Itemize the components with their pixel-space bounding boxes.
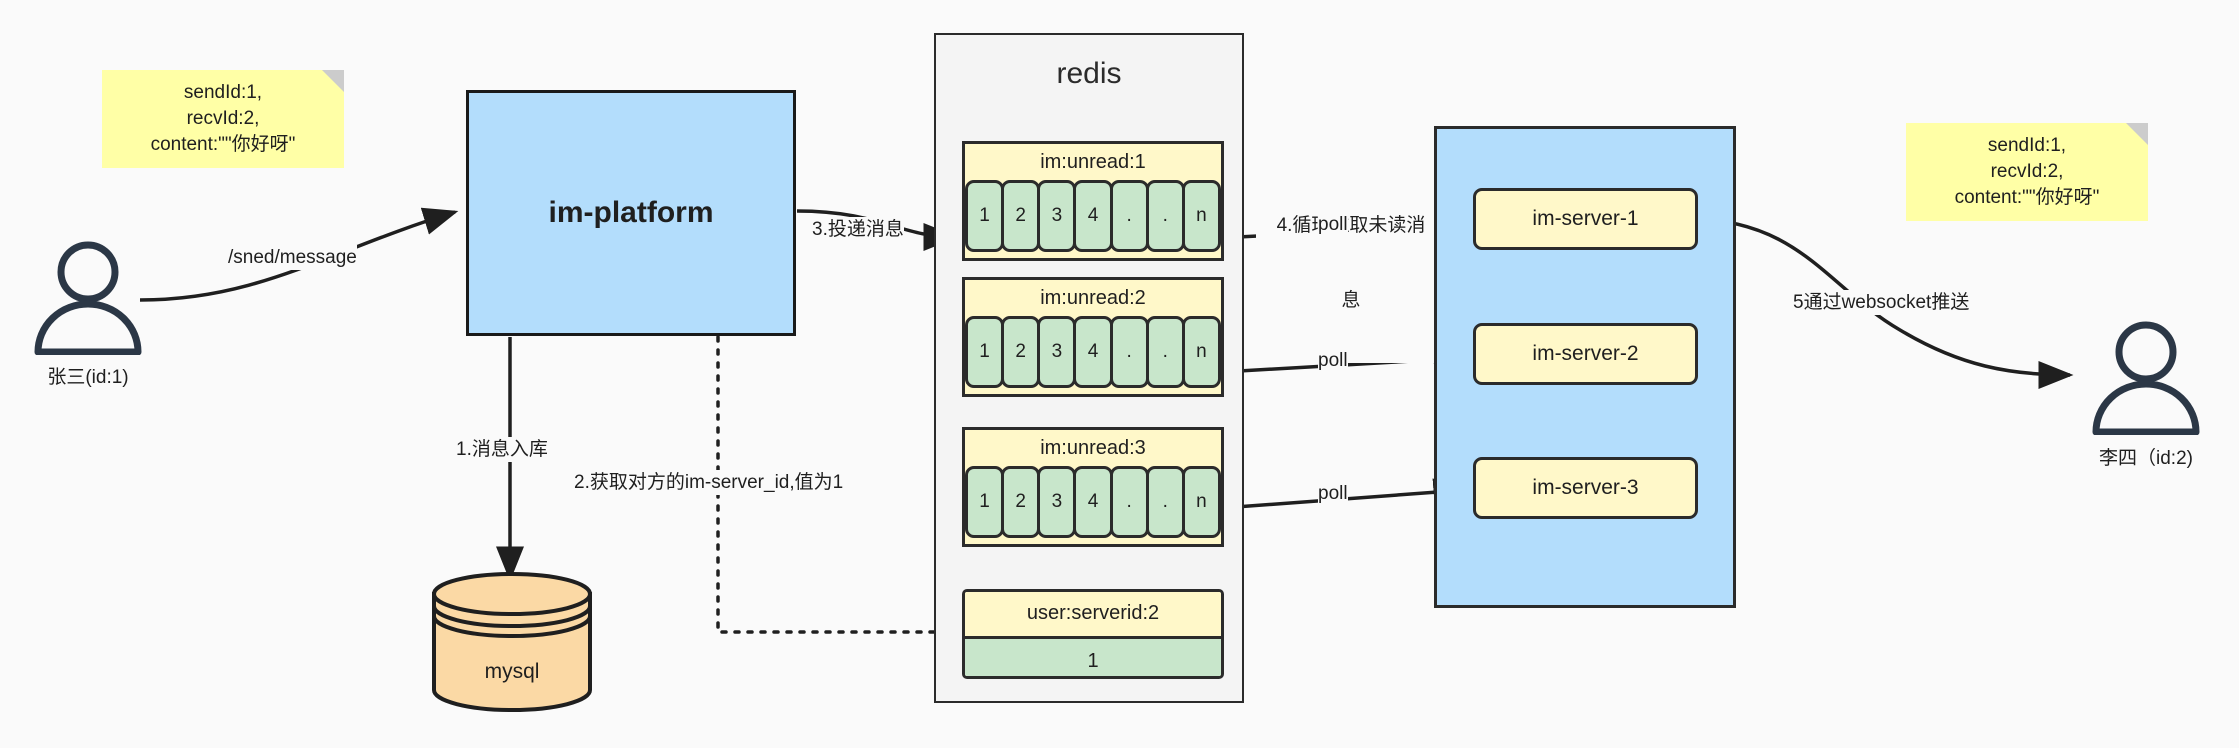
im-server-2-node[interactable]: im-server-2 [1473,323,1698,385]
redis-title: redis [1056,57,1122,90]
list-cell: n [1181,316,1221,388]
list-cell: . [1109,466,1149,538]
mysql-database[interactable] [430,572,595,717]
redis-list-im-unread-2[interactable]: im:unread:2 1 2 3 4 . . n [962,277,1224,397]
list-cell: 4 [1073,180,1113,252]
list-cell: 4 [1073,316,1113,388]
note-line-1: sendId:1, [1987,135,2067,156]
actor-receiver-label: 李四（id:2) [2099,448,2193,469]
list-cell: n [1181,180,1221,252]
list-cell: 2 [1001,316,1041,388]
redis-list-im-unread-3[interactable]: im:unread:3 1 2 3 4 . . n [962,427,1224,547]
redis-kv-user-serverid[interactable]: user:serverid:2 1 [962,589,1224,679]
im-platform-box[interactable]: im-platform [466,90,796,336]
database-cylinder-icon [432,572,592,712]
redis-list-key: im:unread:3 [1040,437,1146,459]
edge-label-poll-1: poll [1318,212,1348,237]
sticky-note-left: sendId:1, recvId:2, content:""你好呀" [102,70,344,168]
note-line-2: recvId:2, [1990,161,2064,182]
redis-list-key: im:unread:1 [1040,151,1146,173]
note-line-3: content:""你好呀" [1954,187,2100,208]
im-server-3-node[interactable]: im-server-3 [1473,457,1698,519]
list-cell: . [1145,316,1185,388]
edge-label-step1: 1.消息入库 [456,437,548,462]
im-server-1-label: im-server-1 [1532,207,1639,230]
list-cell: 3 [1037,316,1077,388]
list-cell: n [1181,466,1221,538]
redis-list-key: im:unread:2 [1040,287,1146,309]
im-server-3-label: im-server-3 [1532,476,1639,499]
actor-receiver [2086,320,2206,440]
list-cell: 4 [1073,466,1113,538]
list-cell: 1 [965,316,1005,388]
list-cell: 1 [965,466,1005,538]
user-icon [34,241,142,356]
list-cell: . [1145,466,1185,538]
edge-label-poll-3: poll [1318,481,1348,506]
edge-label-step4-line2: 息 [1341,290,1361,311]
note-line-1: sendId:1, [183,82,263,103]
list-cell: 2 [1001,180,1041,252]
list-cell: 3 [1037,180,1077,252]
redis-list-cells: 1 2 3 4 . . n [965,466,1221,538]
note-line-3: content:""你好呀" [150,134,296,155]
mysql-label: mysql [484,660,540,683]
im-server-1-node[interactable]: im-server-1 [1473,188,1698,250]
edge-label-step3: 3.投递消息 [812,217,904,242]
note-fold-icon [2126,123,2148,145]
list-cell: 3 [1037,466,1077,538]
edge-label-poll-2: poll [1318,348,1348,373]
edge-label-step4-line1: 4.循环拉取未读消 [1276,215,1426,236]
user-icon [2092,321,2200,436]
redis-list-cells: 1 2 3 4 . . n [965,316,1221,388]
list-cell: . [1145,180,1185,252]
redis-list-cells: 1 2 3 4 . . n [965,180,1221,252]
im-platform-label: im-platform [548,196,714,229]
redis-list-im-unread-1[interactable]: im:unread:1 1 2 3 4 . . n [962,141,1224,261]
edge-label-step4: 4.循环拉取未读消 息 [1256,163,1446,363]
note-fold-icon [322,70,344,92]
redis-kv-value: 1 [965,636,1221,676]
sticky-note-right: sendId:1, recvId:2, content:""你好呀" [1906,123,2148,221]
edge-label-send-message: /sned/message [228,245,357,270]
edge-label-step2: 2.获取对方的im-server_id,值为1 [574,470,844,495]
actor-sender-label: 张三(id:1) [47,367,129,388]
list-cell: . [1109,180,1149,252]
list-cell: 1 [965,180,1005,252]
note-line-2: recvId:2, [186,108,260,129]
list-cell: 2 [1001,466,1041,538]
redis-kv-key: user:serverid:2 [965,592,1221,636]
edge-label-step5: 5通过websocket推送 [1793,290,1970,315]
actor-sender [28,240,148,360]
im-server-2-label: im-server-2 [1532,342,1639,365]
list-cell: . [1109,316,1149,388]
